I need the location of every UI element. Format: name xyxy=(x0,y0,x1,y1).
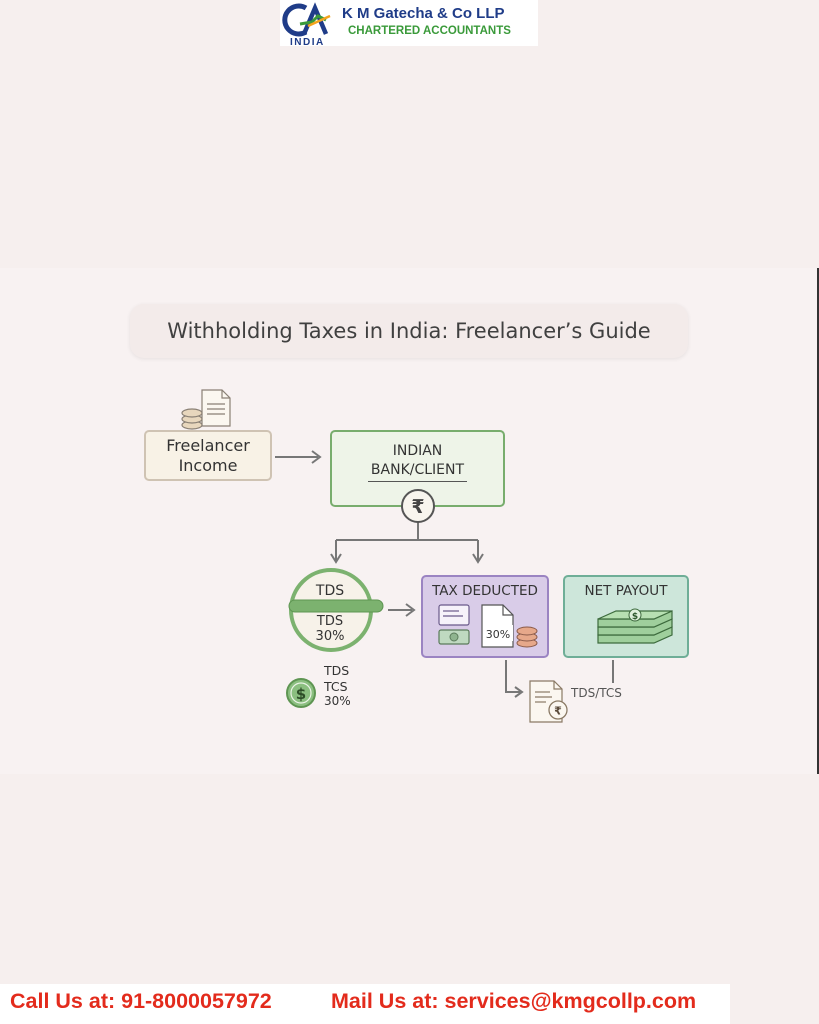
net-payout-label: NET PAYOUT xyxy=(584,583,668,599)
footer-bar xyxy=(0,984,730,1024)
receipt-rupee-symbol: ₹ xyxy=(554,705,562,718)
freelancer-income-box xyxy=(144,430,272,481)
bank-underline xyxy=(368,481,467,482)
logo-country: INDIA xyxy=(290,37,325,46)
side-note-tcs: TCS xyxy=(324,679,348,694)
tax-deducted-percent: 30% xyxy=(486,628,510,641)
document-percent-icon: 30% xyxy=(481,604,514,648)
side-note-percent: 30% xyxy=(324,694,351,708)
call-us-text: Call Us at: 91-8000057972 xyxy=(10,989,272,1013)
coins-icon xyxy=(516,626,538,648)
arrow-head xyxy=(514,686,524,698)
firm-name: K M Gatecha & Co LLP xyxy=(342,5,505,22)
header-logo: INDIA K M Gatecha & Co LLP CHARTERED ACC… xyxy=(280,0,538,46)
freelancer-income-label: Freelancer Income xyxy=(144,436,272,476)
panel-edge-line xyxy=(817,268,819,774)
dollar-coin-icon: $ xyxy=(286,678,316,708)
firm-tagline: CHARTERED ACCOUNTANTS xyxy=(348,25,511,37)
cash-stack-icon: $ xyxy=(597,608,673,644)
cash-dollar-symbol: $ xyxy=(632,612,638,622)
tds-badge-icon xyxy=(288,568,384,652)
tds-badge-bottom-label: TDS 30% xyxy=(290,614,370,644)
tds-badge-bottom-line2: 30% xyxy=(315,629,345,644)
dollar-symbol: $ xyxy=(296,685,306,703)
bank-label-line1: INDIAN xyxy=(392,443,443,459)
receipt-icon: ₹ xyxy=(529,680,568,723)
id-card-icon xyxy=(438,604,470,626)
split-connector xyxy=(335,519,479,560)
arrow-head xyxy=(311,450,322,464)
mail-us-text: Mail Us at: services@kmgcollp.com xyxy=(331,989,697,1013)
ca-logo-icon: INDIA xyxy=(282,2,331,46)
freelancer-label-line2: Income xyxy=(178,456,238,475)
tds-badge-top-label: TDS xyxy=(315,583,345,599)
title-pill xyxy=(130,304,688,358)
document-coins-icon xyxy=(181,389,231,430)
tax-deducted-illustration: 30% xyxy=(438,604,538,648)
arrow-tax-to-document xyxy=(505,660,520,693)
tax-deducted-label: TAX DEDUCTED xyxy=(432,583,538,599)
rupee-icon: ₹ xyxy=(401,489,435,523)
bank-label-line2: BANK/CLIENT xyxy=(370,462,465,478)
arrow-head xyxy=(405,603,416,617)
freelancer-label-line1: Freelancer xyxy=(166,436,250,455)
arrow-head-left xyxy=(330,553,342,564)
tds-badge-bottom-line1: TDS xyxy=(316,614,344,629)
rupee-symbol: ₹ xyxy=(411,496,424,518)
arrow-head-right xyxy=(472,553,484,564)
tds-tcs-label: TDS/TCS xyxy=(571,686,622,700)
infographic-title: Withholding Taxes in India: Freelancer’s… xyxy=(167,319,651,343)
cash-icon xyxy=(438,629,470,645)
side-note-tds: TDS xyxy=(324,663,350,678)
